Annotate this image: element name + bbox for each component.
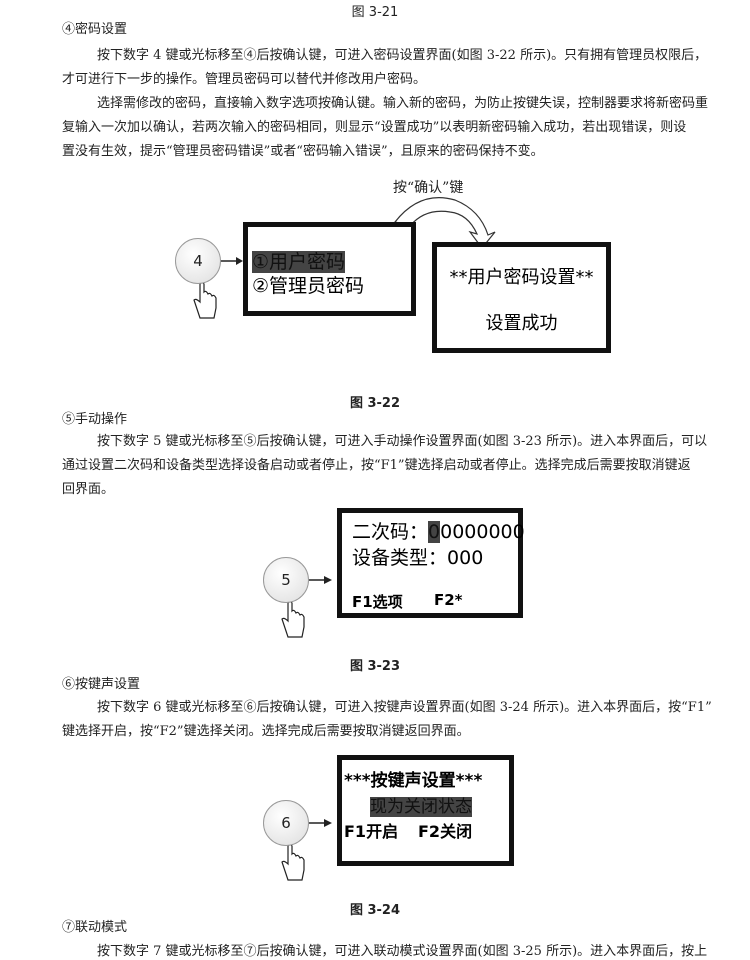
f2-option: F2* <box>434 591 463 609</box>
lcd-result-screen: **用户密码设置** 设置成功 <box>432 242 611 353</box>
arrow-label: 按“确认”键 <box>393 180 464 196</box>
section-heading: ④密码设置 <box>62 22 128 37</box>
result-message: 设置成功 <box>485 313 558 334</box>
figure-caption: 图 3-24 <box>349 903 401 918</box>
hand-pointer-icon <box>193 281 305 881</box>
figure-caption: 图 3-23 <box>349 659 401 674</box>
key-4-button: 4 <box>175 238 221 284</box>
cursor: 0 <box>428 521 441 543</box>
device-type-label: 设备类型： <box>352 547 448 569</box>
menu-item-admin-password: ②管理员密码 <box>252 275 365 297</box>
device-type-value: 000 <box>447 547 484 569</box>
code-label: 二次码： <box>352 521 429 543</box>
section-heading: ⑤手动操作 <box>62 412 128 427</box>
key-6-button: 6 <box>263 800 309 846</box>
paragraph-line: 置没有生效，提示“管理员密码错误”或者“密码输入错误”，且原来的密码保持不变。 <box>62 144 544 159</box>
paragraph-line: 选择需修改的密码，直接输入数字选项按确认键。输入新的密码，为防止按键失误，控制器… <box>97 96 709 111</box>
paragraph-line: 按下数字 7 键或光标移至⑦后按确认键，可进入联动模式设置界面(如图 3-25 … <box>97 944 708 959</box>
key-5-button: 5 <box>263 557 309 603</box>
f2-option: F2关闭 <box>418 822 473 841</box>
section-heading: ⑦联动模式 <box>62 920 128 935</box>
f1-option: F1选项 <box>352 593 403 611</box>
paragraph-line: 才可进行下一步的操作。管理员密码可以替代并修改用户密码。 <box>62 72 427 87</box>
lcd-keysound-screen: ***按键声设置*** 现为关闭状态 F1开启 F2关闭 <box>337 755 514 866</box>
paragraph-line: 复输入一次加以确认，若两次输入的密码相同，则显示“设置成功”以表明新密码输入成功… <box>62 120 687 135</box>
result-title: **用户密码设置** <box>449 267 594 288</box>
figure-caption: 图 3-21 <box>351 5 399 20</box>
lcd-menu-screen: ①用户密码 ②管理员密码 <box>243 222 416 316</box>
paragraph-line: 通过设置二次码和设备类型选择设备启动或者停止，按“F1”键选择启动或者停止。选择… <box>62 458 691 473</box>
lcd-manual-screen: 二次码：00000000 设备类型：000 F1选项 F2* <box>337 508 525 618</box>
paragraph-line: 回界面。 <box>62 482 115 497</box>
paragraph-line: 按下数字 5 键或光标移至⑤后按确认键，可进入手动操作设置界面(如图 3-23 … <box>97 434 708 449</box>
f1-option: F1开启 <box>344 822 399 841</box>
screen-title: ***按键声设置*** <box>344 771 483 791</box>
figure-caption: 图 3-22 <box>349 396 401 411</box>
paragraph-line: 键选择开启，按“F2”键选择关闭。选择完成后需要按取消键返回界面。 <box>62 724 470 739</box>
paragraph-line: 按下数字 6 键或光标移至⑥后按确认键，可进入按键声设置界面(如图 3-24 所… <box>97 700 712 715</box>
menu-item-user-password: ①用户密码 <box>252 251 346 273</box>
code-value: 0000000 <box>440 521 525 543</box>
section-heading: ⑥按键声设置 <box>62 677 141 692</box>
paragraph-line: 按下数字 4 键或光标移至④后按确认键，可进入密码设置界面(如图 3-22 所示… <box>97 48 708 63</box>
status-highlight: 现为关闭状态 <box>370 797 472 817</box>
